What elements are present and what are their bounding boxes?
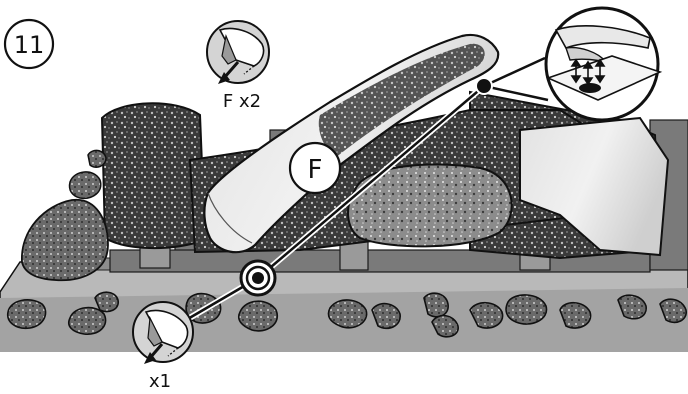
log-f-letter: F	[308, 155, 323, 185]
glove-hand-place-icon-bottom	[133, 302, 193, 364]
bottom-quantity-label: x1	[149, 371, 171, 392]
top-quantity-label: F x2	[223, 91, 261, 112]
peel-adhesive-detail-icon	[546, 8, 660, 120]
placement-target-icon	[241, 261, 275, 295]
step-number-marker: 11	[5, 20, 53, 68]
rock-left-small	[69, 172, 100, 198]
rock-left-large	[22, 200, 108, 281]
rock-left-tiny	[88, 150, 106, 167]
log-f-label: F	[290, 143, 340, 193]
step-number: 11	[14, 31, 45, 59]
glove-hand-place-icon-top	[207, 21, 269, 84]
back-log-left	[102, 103, 205, 248]
adhesive-point-marker	[476, 78, 492, 94]
